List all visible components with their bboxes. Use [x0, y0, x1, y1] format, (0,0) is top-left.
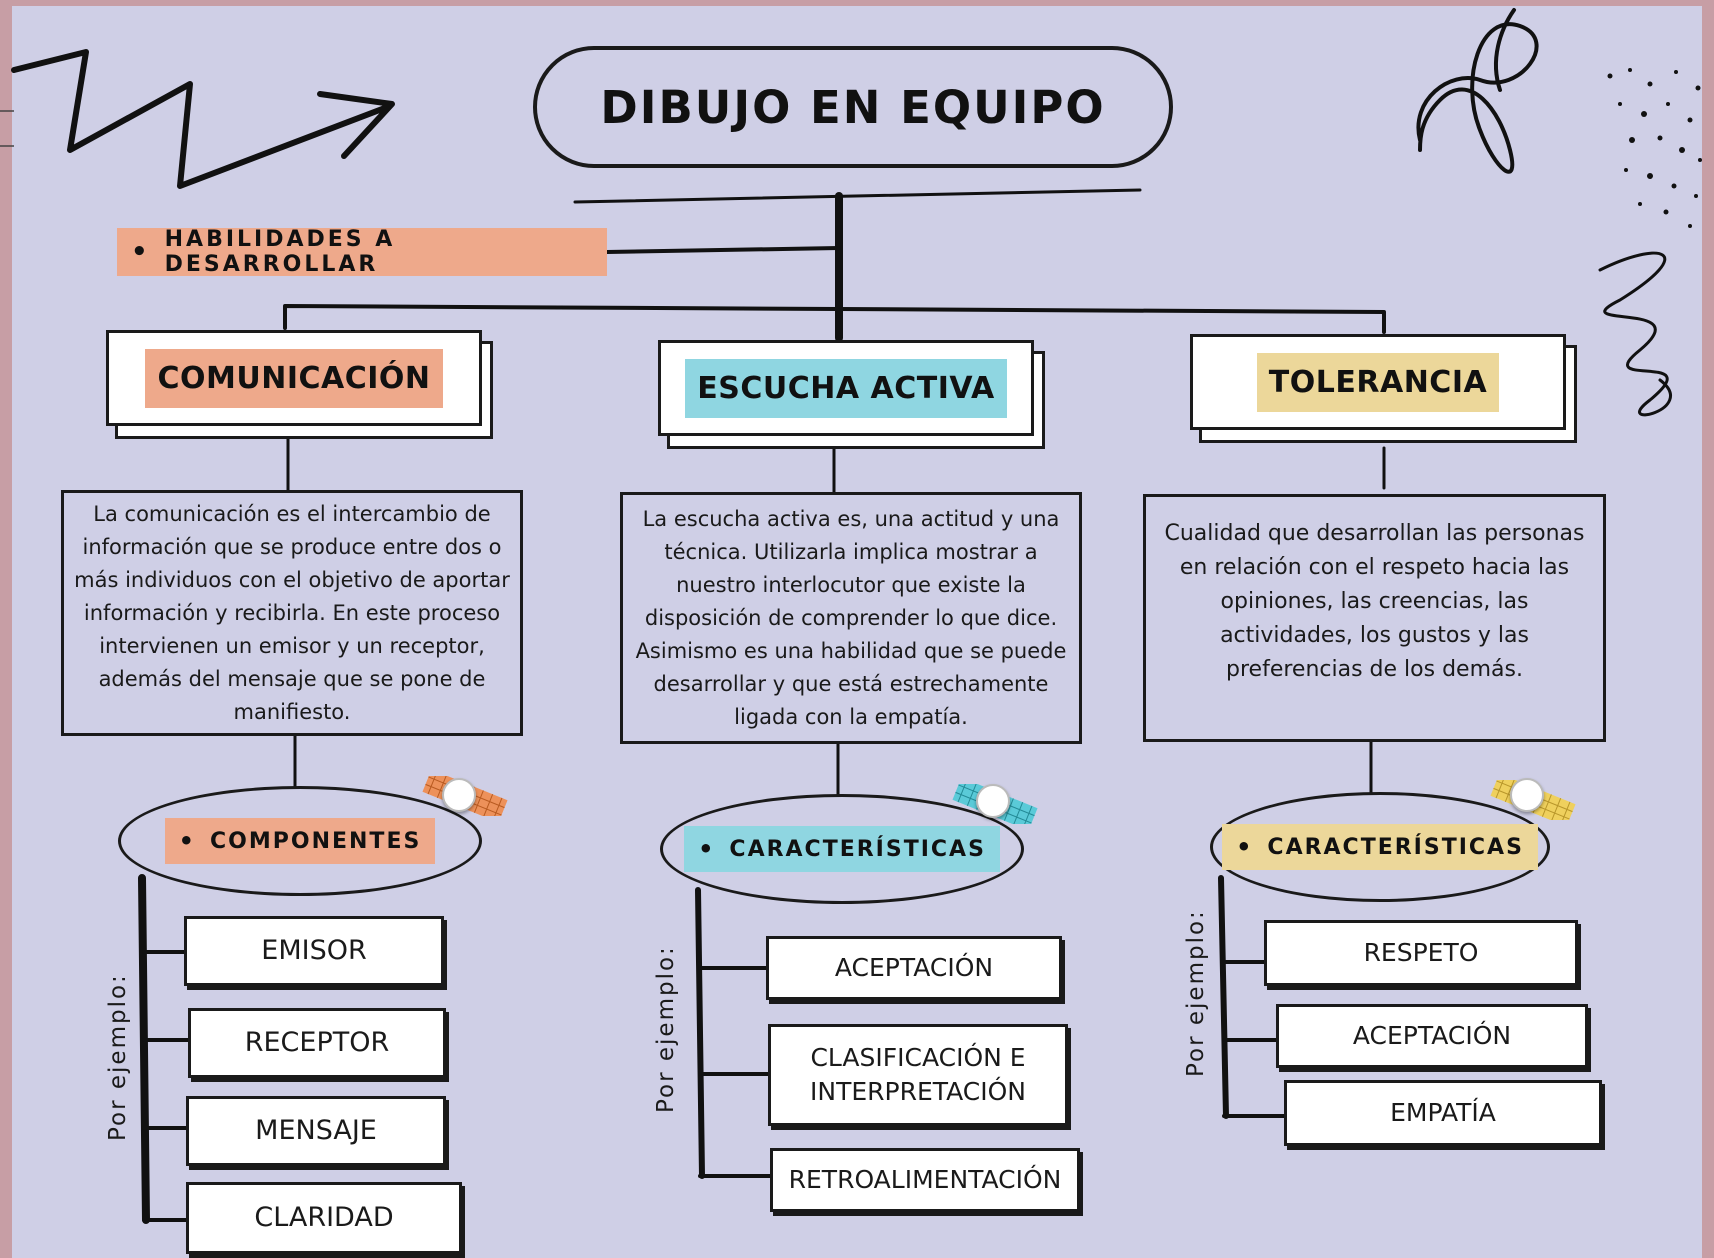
bullet-icon: •	[698, 835, 716, 863]
item-text: MENSAJE	[255, 1115, 377, 1146]
description-box-comunicacion: La comunicación es el intercambio de inf…	[61, 490, 523, 736]
example-label-text: Por ejemplo:	[653, 945, 679, 1113]
item-mensaje: MENSAJE	[186, 1096, 446, 1166]
oval-caracteristicas-tolerancia: • CARACTERÍSTICAS	[1210, 792, 1550, 902]
title-pill: DIBUJO EN EQUIPO	[533, 46, 1173, 168]
page-title: DIBUJO EN EQUIPO	[600, 80, 1106, 134]
pin-icon	[1510, 778, 1544, 812]
skill-box-comunicacion: COMUNICACIÓN	[106, 330, 482, 426]
sub-heading-text: CARACTERÍSTICAS	[1267, 834, 1524, 860]
description-text: Cualidad que desarrollan las personas en…	[1164, 521, 1585, 682]
skill-label-comunicacion: COMUNICACIÓN	[145, 348, 443, 408]
item-text: ACEPTACIÓN	[834, 953, 994, 982]
item-retroalimentacion: RETROALIMENTACIÓN	[770, 1148, 1080, 1212]
pin-icon	[442, 778, 476, 812]
bullet-icon: •	[178, 827, 197, 855]
item-text: ACEPTACIÓN	[1352, 1021, 1512, 1050]
item-text: EMPATÍA	[1390, 1098, 1496, 1127]
skill-box-tolerancia: TOLERANCIA	[1190, 334, 1566, 430]
item-aceptacion: ACEPTACIÓN	[766, 936, 1062, 1000]
item-text: CLASIFICACIÓN E INTERPRETACIÓN	[810, 1043, 1026, 1106]
description-text: La escucha activa es, una actitud y una …	[635, 506, 1067, 729]
sub-heading-tag: • CARACTERÍSTICAS	[1222, 824, 1538, 870]
sub-heading-tag: • COMPONENTES	[164, 818, 436, 864]
item-text: RECEPTOR	[244, 1027, 390, 1058]
description-box-escucha-activa: La escucha activa es, una actitud y una …	[620, 492, 1082, 744]
example-label-comunicacion: Por ejemplo:	[48, 973, 188, 1141]
item-clasificacion: CLASIFICACIÓN E INTERPRETACIÓN	[768, 1024, 1068, 1126]
description-text: La comunicación es el intercambio de inf…	[74, 501, 510, 724]
item-aceptacion-tolerancia: ACEPTACIÓN	[1276, 1004, 1588, 1068]
example-label-text: Por ejemplo:	[105, 973, 131, 1141]
item-text: EMISOR	[261, 935, 367, 966]
example-label-text: Por ejemplo:	[1183, 909, 1209, 1077]
item-receptor: RECEPTOR	[188, 1008, 446, 1078]
bullet-icon: •	[131, 237, 151, 267]
example-label-escucha-activa: Por ejemplo:	[596, 945, 736, 1113]
description-box-tolerancia: Cualidad que desarrollan las personas en…	[1143, 494, 1606, 742]
bullet-icon: •	[1236, 833, 1254, 861]
sub-heading-text: COMPONENTES	[210, 828, 422, 854]
item-respeto: RESPETO	[1264, 920, 1578, 986]
example-label-tolerancia: Por ejemplo:	[1126, 909, 1266, 1077]
skill-label-tolerancia: TOLERANCIA	[1256, 352, 1500, 412]
item-text: RESPETO	[1363, 938, 1479, 967]
skills-heading-text: HABILIDADES A DESARROLLAR	[164, 227, 396, 277]
skill-box-escucha-activa: ESCUCHA ACTIVA	[658, 340, 1034, 436]
item-emisor: EMISOR	[184, 916, 444, 986]
item-text: CLARIDAD	[254, 1202, 394, 1233]
item-text: RETROALIMENTACIÓN	[788, 1165, 1062, 1194]
pin-icon	[976, 784, 1010, 818]
oval-caracteristicas-escucha: • CARACTERÍSTICAS	[660, 794, 1024, 904]
skills-heading-label: • HABILIDADES A DESARROLLAR	[117, 227, 607, 277]
item-empatia: EMPATÍA	[1284, 1080, 1602, 1146]
oval-componentes: • COMPONENTES	[118, 786, 482, 896]
item-claridad: CLARIDAD	[186, 1182, 462, 1254]
sub-heading-text: CARACTERÍSTICAS	[729, 836, 986, 862]
skill-label-escucha-activa: ESCUCHA ACTIVA	[685, 358, 1007, 418]
sub-heading-tag: • CARACTERÍSTICAS	[684, 826, 1000, 872]
